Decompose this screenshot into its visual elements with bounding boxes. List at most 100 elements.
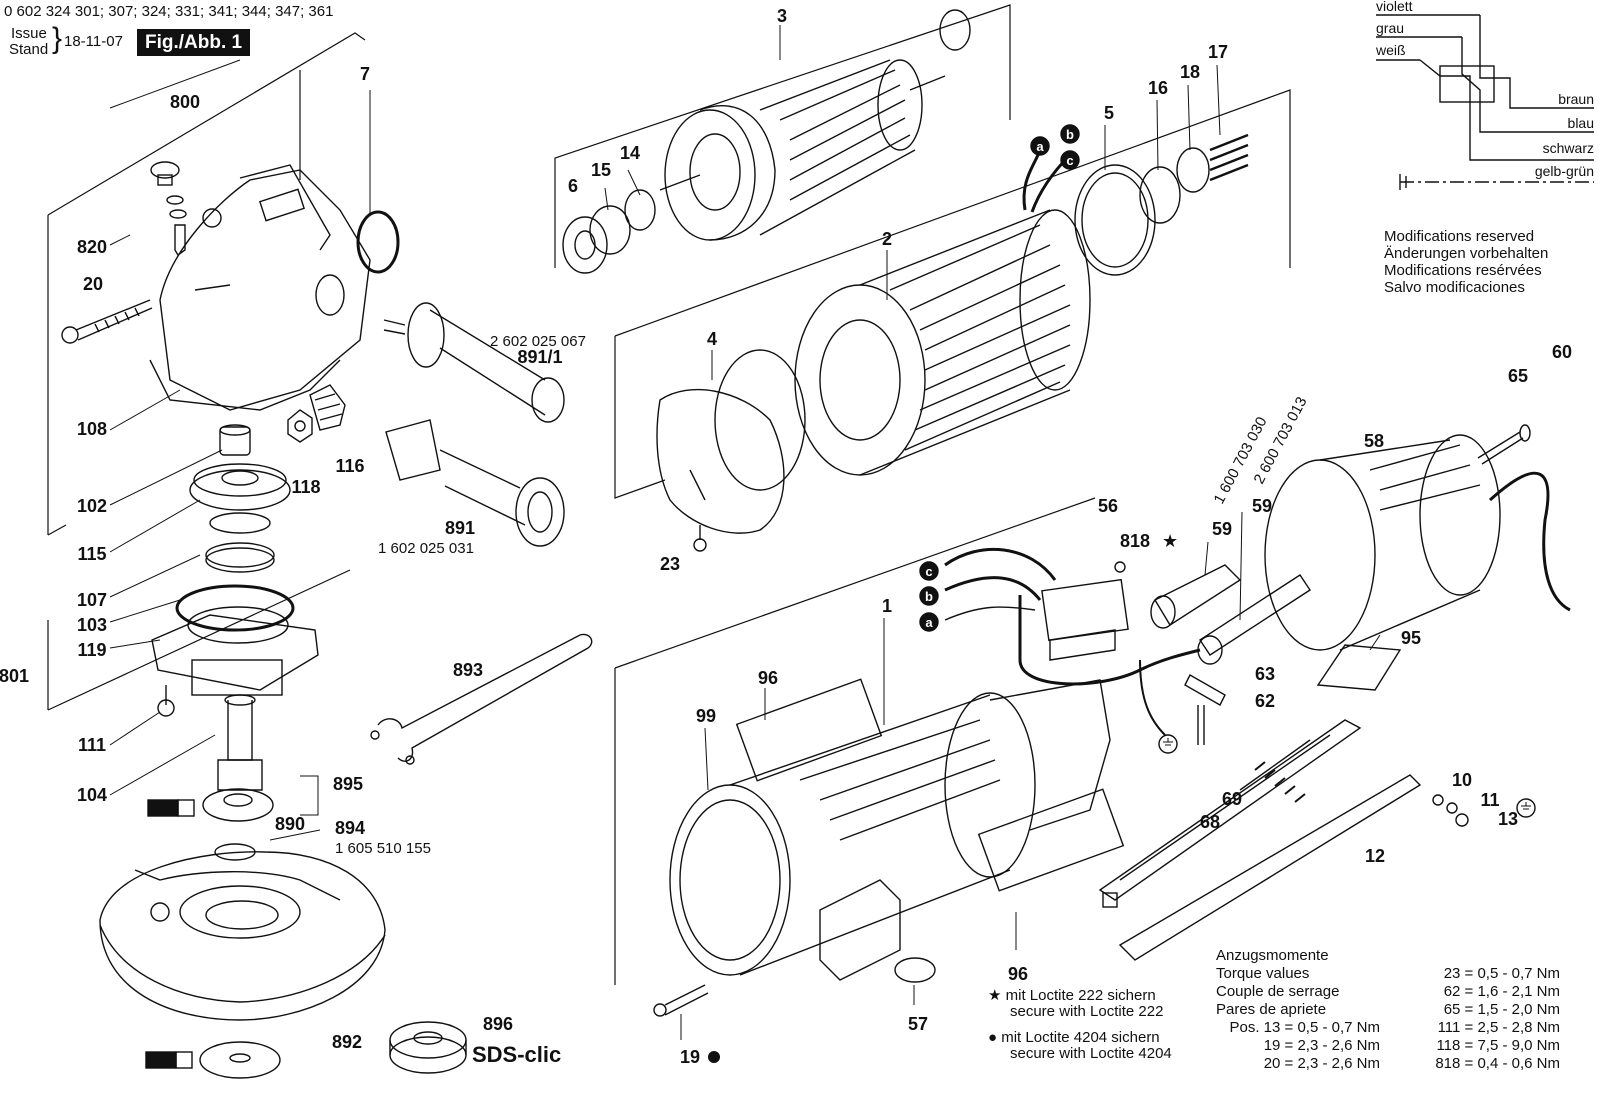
wire-blau: blau <box>1568 115 1594 131</box>
screws-10-11-13 <box>1432 794 1536 827</box>
loctite-4204-dot-icon <box>708 1051 720 1063</box>
armature-3 <box>659 9 971 241</box>
pinion-116 <box>287 384 346 443</box>
torque-heading: Anzugsmomente <box>1216 947 1329 964</box>
torque-row: 62 = 1,6 - 2,1 Nm <box>1443 983 1560 1000</box>
part-number-891: 1 602 025 031 <box>378 540 474 557</box>
ground-icon <box>1163 738 1531 810</box>
label-13: 13 <box>1498 809 1518 829</box>
clamping-nut-892 <box>145 1041 281 1079</box>
label-57: 57 <box>908 1014 928 1034</box>
loctite-notes: ★ mit Loctite 222 sichern secure with Lo… <box>988 988 1172 1062</box>
o-ring-7 <box>356 210 400 274</box>
label-818: 818 <box>1120 531 1150 551</box>
loctite-4204-line2: secure with Loctite 4204 <box>1010 1045 1172 1062</box>
label-820: 820 <box>77 237 107 257</box>
wire-tag-c-switch: c <box>925 564 932 579</box>
loctite-4204-line1: ● mit Loctite 4204 sichern <box>988 1029 1160 1046</box>
label-14: 14 <box>620 143 640 163</box>
wrench-893 <box>370 633 593 765</box>
label-95 <box>1316 644 1402 691</box>
label-11: 11 <box>1480 790 1499 810</box>
screw-65 <box>1477 424 1531 465</box>
label-894: 894 <box>335 818 365 838</box>
label-2: 2 <box>882 229 892 249</box>
loctite-222-star-icon: ★ <box>1162 531 1178 551</box>
label-3: 3 <box>777 6 787 26</box>
brace-icon: } <box>52 22 63 55</box>
torque-heading: Torque values <box>1216 965 1310 982</box>
wire-bundle-top <box>1022 124 1080 213</box>
wire-gelb-gruen: gelb-grün <box>1535 163 1594 179</box>
label-59-left: 59 <box>1212 519 1232 539</box>
label-58: 58 <box>1364 431 1384 451</box>
leader-lines <box>109 25 1381 1040</box>
label-890: 890 <box>275 814 305 834</box>
spindle-assembly <box>151 424 319 791</box>
torque-row: 111 = 2,5 - 2,8 Nm <box>1437 1019 1560 1036</box>
dot-icon: ● <box>988 1029 1002 1046</box>
wire-weiss: weiß <box>1375 42 1406 58</box>
label-19: 19 <box>680 1047 700 1067</box>
label-18: 18 <box>1180 62 1200 82</box>
clamp-63 <box>1184 674 1226 745</box>
baffle-4 <box>656 349 806 552</box>
flange-895 <box>147 788 274 861</box>
torque-row: 818 = 0,4 - 0,6 Nm <box>1435 1055 1560 1072</box>
label-103: 103 <box>77 615 107 635</box>
label-12: 12 <box>1365 846 1385 866</box>
torque-row: 19 = 2,3 - 2,6 Nm <box>1263 1037 1380 1054</box>
star-icon: ★ <box>988 987 1006 1004</box>
issue-label: Issue <box>11 25 47 42</box>
label-891-1: 891/1 <box>517 347 562 367</box>
wire-tag-a-top: a <box>1036 139 1044 154</box>
part-number-894: 1 605 510 155 <box>335 840 431 857</box>
label-95: 95 <box>1401 628 1421 648</box>
wire-violett: violett <box>1376 0 1413 14</box>
gear-housing <box>149 164 371 411</box>
label-6: 6 <box>568 176 578 196</box>
label-20: 20 <box>83 274 103 294</box>
label-801: 801 <box>0 666 29 686</box>
torque-row: 20 = 2,3 - 2,6 Nm <box>1263 1055 1380 1072</box>
power-cord-60 <box>1488 471 1571 612</box>
modifications-line: Salvo modificaciones <box>1384 279 1525 296</box>
torque-row: 23 = 0,5 - 0,7 Nm <box>1443 965 1560 982</box>
torque-row: Pos. 13 = 0,5 - 0,7 Nm <box>1229 1019 1381 1036</box>
label-17: 17 <box>1208 42 1228 62</box>
wire-schwarz: schwarz <box>1543 140 1594 156</box>
label-10: 10 <box>1452 770 1472 790</box>
screw-19 <box>653 984 709 1017</box>
label-891: 891 <box>445 518 475 538</box>
label-96-bottom: 96 <box>1008 964 1028 984</box>
wire-tags-switch <box>919 561 939 632</box>
modifications-note: Modifications reserved Änderungen vorbeh… <box>1384 228 1548 296</box>
wire-tag-b-top: b <box>1066 127 1074 142</box>
label-7: 7 <box>360 64 370 84</box>
motor-housing-1 <box>669 678 1125 983</box>
label-56: 56 <box>1098 496 1118 516</box>
wire-tag-a-switch: a <box>925 615 933 630</box>
wire-grau: grau <box>1376 20 1404 36</box>
wire-tag-c-top: c <box>1066 153 1073 168</box>
stand-label: Stand <box>9 41 49 58</box>
label-60: 60 <box>1552 342 1572 362</box>
label-119: 119 <box>77 640 106 660</box>
label-23: 23 <box>660 554 680 574</box>
modifications-line: Modifications resérvées <box>1384 262 1542 279</box>
label-62: 62 <box>1255 691 1275 711</box>
modifications-line: Modifications reserved <box>1384 228 1535 245</box>
label-115: 115 <box>77 544 106 564</box>
rings-5-16-18-17 <box>1074 133 1249 276</box>
group-frames <box>47 4 1291 985</box>
label-111: 111 <box>78 735 106 755</box>
part-number-891-1: 2 602 025 067 <box>490 333 586 350</box>
label-118: 118 <box>291 477 320 497</box>
label-108: 108 <box>77 419 107 439</box>
label-69: 69 <box>1222 789 1242 809</box>
handle-cover-58 <box>1264 434 1501 651</box>
wiring-diagram: violett grau weiß braun blau schwarz gel… <box>1375 0 1594 190</box>
handle-891-1 <box>383 302 565 423</box>
label-4: 4 <box>707 329 717 349</box>
